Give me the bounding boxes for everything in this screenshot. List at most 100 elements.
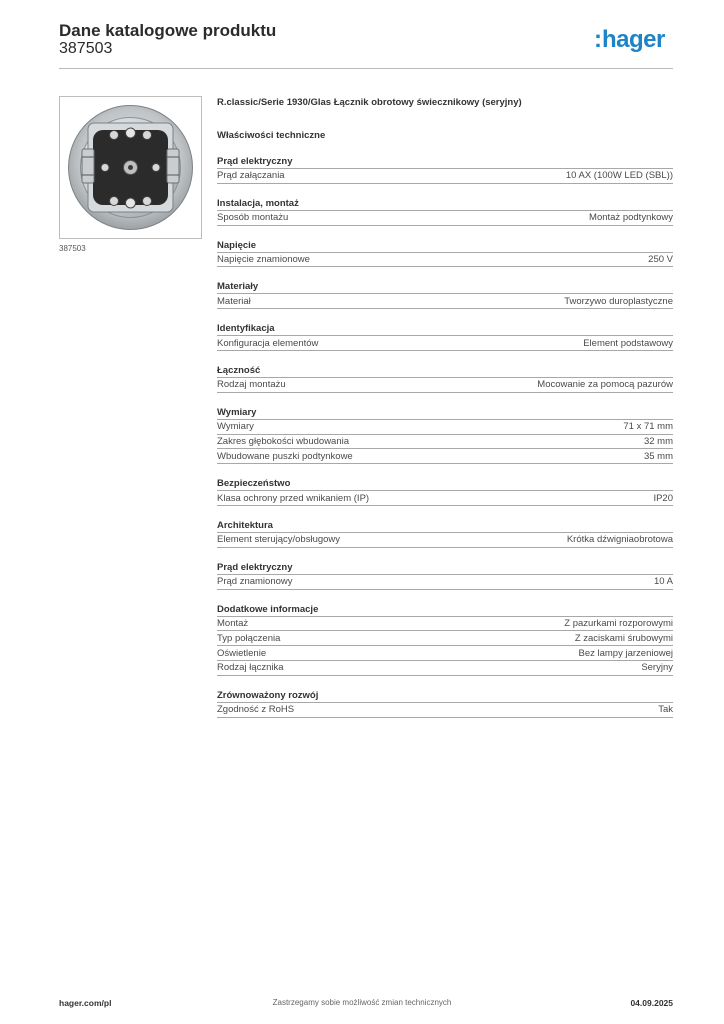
spec-row: Typ połączenia Z zaciskami śrubowymi [217, 631, 673, 647]
spec-value: Element podstawowy [583, 337, 673, 349]
spec-rows: Materiał Tworzywo duroplastyczne [217, 293, 673, 310]
group-title: Bezpieczeństwo [217, 478, 291, 490]
footer-note: Zastrzegamy sobie możliwość zmian techni… [272, 998, 452, 1007]
spec-row: Prąd znamionowy 10 A [217, 573, 673, 590]
spec-label: Wbudowane puszki podtynkowe [217, 450, 353, 462]
spec-row: Konfiguracja elementów Element podstawowy [217, 335, 673, 351]
spec-row: Sposób montażu Montaż podtynkowy [217, 209, 673, 226]
spec-rows: Sposób montażu Montaż podtynkowy [217, 209, 673, 226]
spec-value: IP20 [653, 492, 673, 504]
spec-label: Prąd znamionowy [217, 576, 293, 588]
spec-label: Zakres głębokości wbudowania [217, 435, 350, 447]
group-title: Napięcie [217, 239, 257, 251]
spec-label: Sposób montażu [217, 212, 289, 224]
tech-heading: Właściwości techniczne [217, 130, 326, 141]
spec-rows: Klasa ochrony przed wnikaniem (IP) IP20 [217, 490, 673, 506]
spec-value: 10 AX (100W LED (SBL)) [565, 170, 673, 182]
spec-label: Prąd załączania [217, 170, 285, 182]
group-title: Identyfikacja [217, 323, 275, 335]
spec-label: Oświetlenie [217, 647, 267, 659]
spec-value: Krótka dźwigniaobrotowa [566, 534, 673, 546]
spec-row: Zakres głębokości wbudowania 32 mm [217, 435, 673, 450]
group-title: Dodatkowe informacje [217, 603, 319, 615]
spec-rows: Zgodność z RoHS Tak [217, 701, 673, 718]
spec-rows: Rodzaj montażu Mocowanie za pomocą pazuró… [217, 376, 673, 393]
group-title: Instalacja, montaż [217, 197, 299, 209]
header-divider [59, 68, 673, 69]
group-title: Prąd elektryczny [217, 156, 293, 167]
spec-rows: Wymiary 71 x 71 mm Zakres głębokości wbudo… [217, 418, 673, 465]
spec-value: Montaż podtynkowy [589, 212, 673, 224]
logo-colon: : [594, 26, 602, 53]
spec-value: Z pazurkami rozporowymi [564, 617, 673, 629]
group-title: Łączność [217, 364, 261, 376]
spec-row: Klasa ochrony przed wnikaniem (IP) IP20 [217, 490, 673, 506]
product-title: R.classic/Serie 1930/Glas Łącznik obroto… [217, 97, 522, 108]
spec-value: 32 mm [643, 435, 673, 447]
spec-value: Tak [658, 704, 673, 716]
spec-label: Rodzaj montażu [217, 379, 286, 391]
image-caption: 387503 [59, 244, 86, 253]
spec-row: Oświetlenie Bez lampy jarzeniowej [217, 646, 673, 661]
group-title: Prąd elektryczny [217, 561, 293, 573]
spec-row: Wbudowane puszki podtynkowe 35 mm [217, 449, 673, 465]
spec-label: Zgodność z RoHS [217, 704, 295, 716]
spec-label: Montaż [217, 617, 249, 629]
spec-row: Rodzaj montażu Mocowanie za pomocą pazuró… [217, 376, 673, 393]
group-title: Wymiary [217, 406, 257, 418]
page-title: Dane katalogowe produktu [59, 21, 277, 40]
spec-value: Seryjny [641, 662, 673, 674]
group-title: Materiały [217, 281, 259, 293]
spec-row: Zgodność z RoHS Tak [217, 701, 673, 718]
spec-value: 71 x 71 mm [623, 421, 673, 433]
spec-rows: Prąd znamionowy 10 A [217, 573, 673, 590]
footer-url[interactable]: hager.com/pl [59, 998, 112, 1008]
spec-rows: Prąd załączania 10 AX (100W LED (SBL)) [217, 168, 673, 184]
spec-label: Typ połączenia [217, 632, 281, 644]
spec-rows: Element sterujący/obsługowy Krótka dźwign… [217, 531, 673, 548]
group-title: Architektura [217, 519, 273, 531]
spec-label: Klasa ochrony przed wnikaniem (IP) [217, 492, 370, 504]
spec-row: Element sterujący/obsługowy Krótka dźwign… [217, 531, 673, 548]
spec-label: Rodzaj łącznika [217, 662, 284, 674]
spec-label: Element sterujący/obsługowy [217, 534, 341, 546]
spec-value: Tworzywo duroplastyczne [564, 295, 673, 307]
spec-label: Materiał [217, 295, 251, 307]
hager-logo: :hager [594, 28, 665, 52]
spec-label: Wymiary [217, 421, 254, 433]
product-image [59, 96, 202, 239]
spec-value: Z zaciskami śrubowymi [574, 632, 673, 644]
footer-date: 04.09.2025 [630, 998, 673, 1008]
spec-value: 250 V [648, 253, 673, 265]
spec-rows: Konfiguracja elementów Element podstawowy [217, 335, 673, 351]
spec-row: Materiał Tworzywo duroplastyczne [217, 293, 673, 310]
spec-row: Montaż Z pazurkami rozporowymi [217, 615, 673, 632]
spec-value: Bez lampy jarzeniowej [578, 647, 673, 659]
spec-value: 10 A [653, 576, 673, 588]
spec-row: Rodzaj łącznika Seryjny [217, 661, 673, 676]
logo-text: hager [602, 26, 665, 53]
group-title: Zrównoważony rozwój [217, 689, 319, 701]
spec-label: Konfiguracja elementów [217, 337, 319, 349]
spec-row: Wymiary 71 x 71 mm [217, 418, 673, 435]
spec-value: 35 mm [643, 450, 673, 462]
switch-insert-icon [68, 105, 193, 230]
spec-value: Mocowanie za pomocą pazurów [537, 379, 673, 391]
spec-row: Prąd załączania 10 AX (100W LED (SBL)) [217, 168, 673, 184]
spec-content: R.classic/Serie 1930/Glas Łącznik obroto… [217, 97, 673, 718]
